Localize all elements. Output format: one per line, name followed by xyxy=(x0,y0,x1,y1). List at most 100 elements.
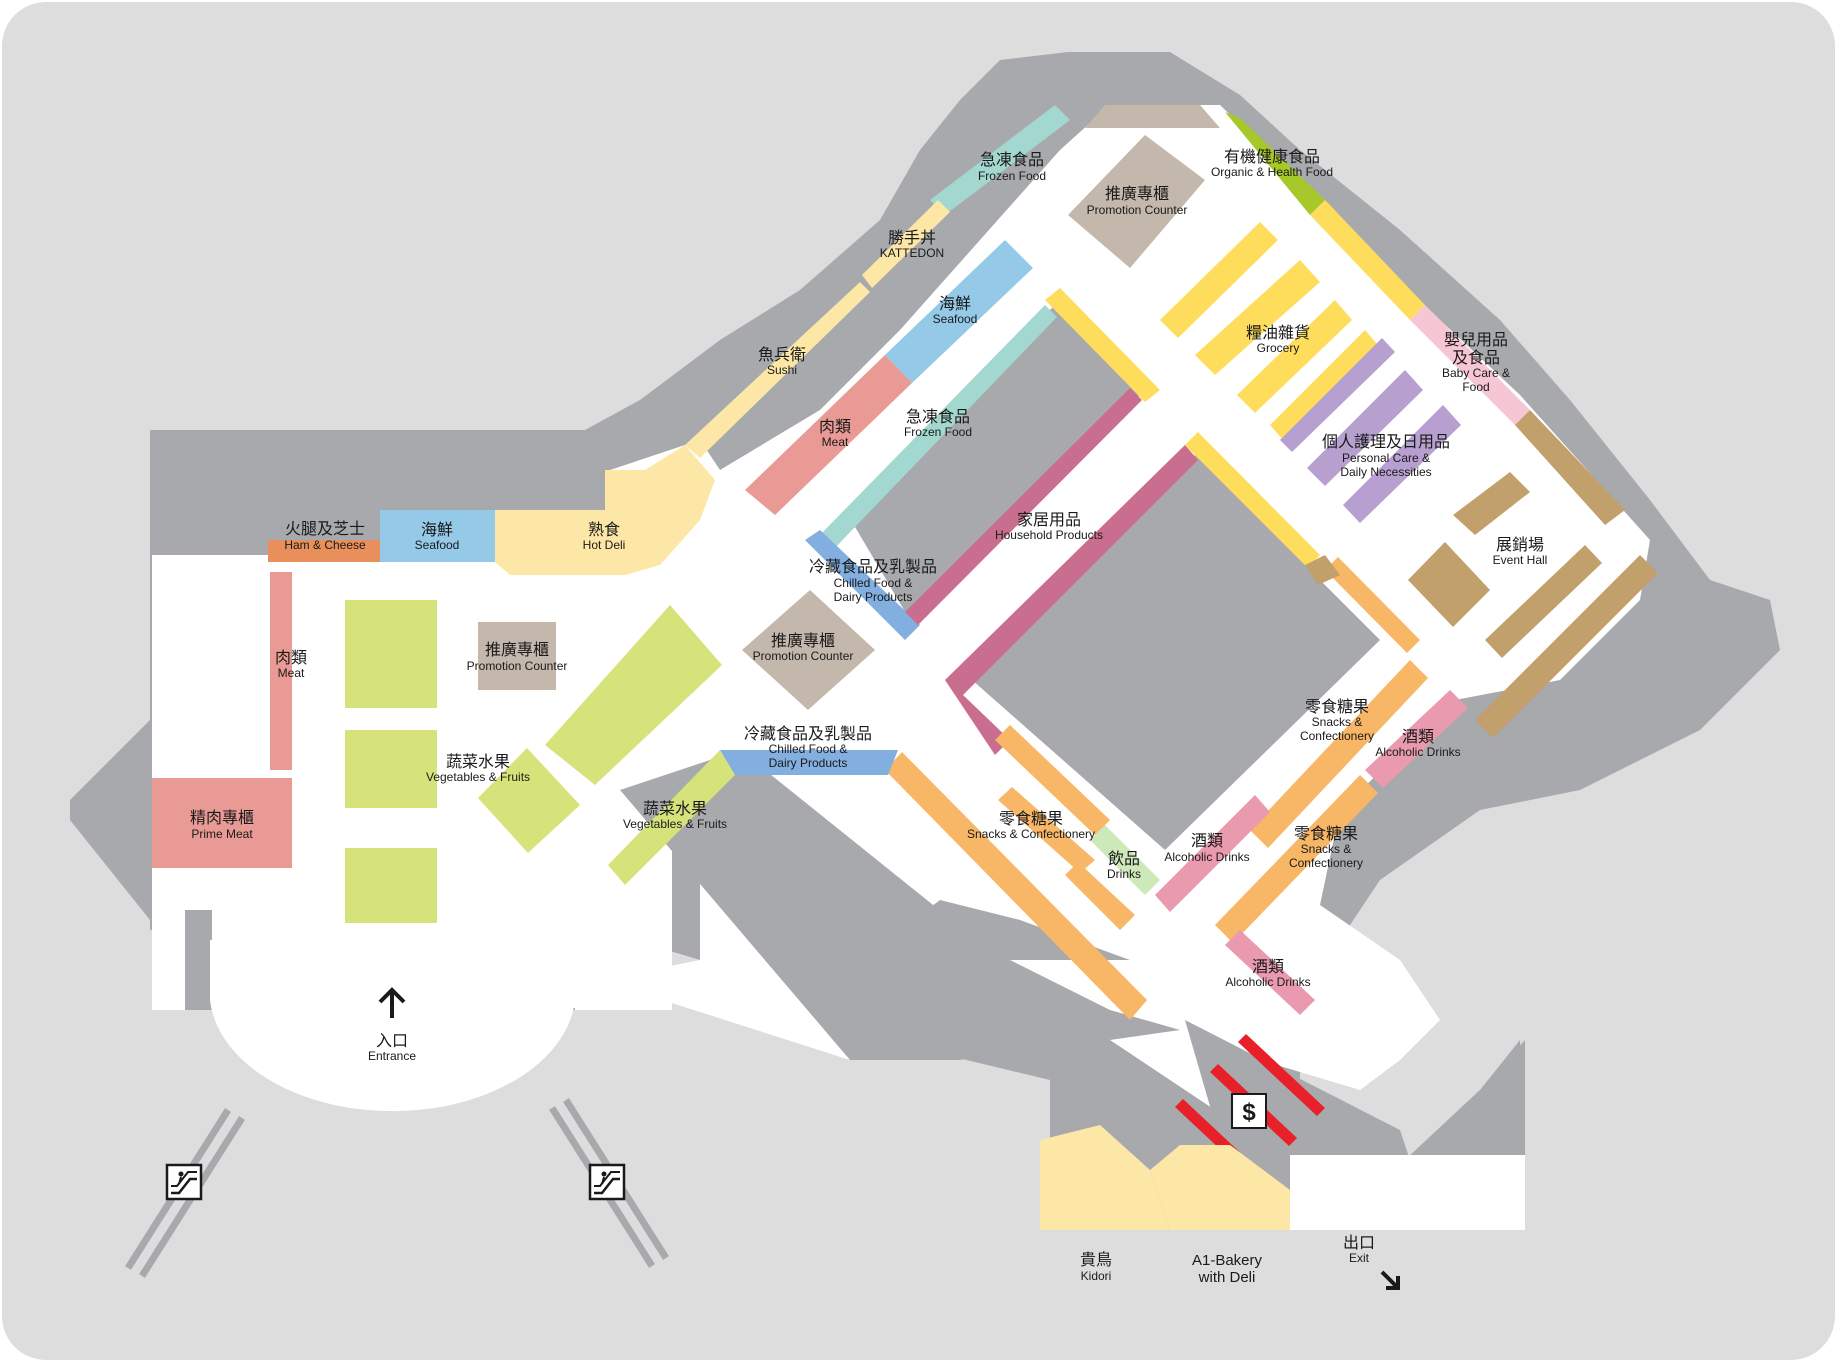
zone-event-band-2 xyxy=(1475,555,1658,738)
label-promotion-counter-center: 推廣專櫃 Promotion Counter xyxy=(753,632,854,663)
svg-text:Baby Care &: Baby Care & xyxy=(1442,366,1510,380)
zone-snacks-right-band[interactable] xyxy=(1325,557,1420,653)
svg-text:嬰兒用品: 嬰兒用品 xyxy=(1444,331,1508,349)
svg-text:Prime Meat: Prime Meat xyxy=(191,827,253,841)
zone-grocery-3[interactable] xyxy=(1237,300,1352,413)
svg-text:熟食: 熟食 xyxy=(588,521,620,539)
dollar-icon xyxy=(1231,1093,1267,1129)
svg-text:冷藏食品及乳製品: 冷藏食品及乳製品 xyxy=(744,725,872,743)
zone-promotion-counter-center[interactable] xyxy=(742,590,875,710)
zone-veg-block-1[interactable] xyxy=(345,600,437,708)
label-entrance: 入口 Entrance xyxy=(368,1033,416,1063)
zone-chilled-food-b[interactable] xyxy=(720,750,898,775)
zone-personal-care-3[interactable] xyxy=(1343,405,1461,523)
svg-text:with Deli: with Deli xyxy=(1198,1269,1256,1286)
inner-blocks xyxy=(620,305,1410,1210)
zone-promotion-counter-left[interactable] xyxy=(478,622,556,690)
zone-personal-care-2[interactable] xyxy=(1307,370,1423,486)
svg-text:Frozen Food: Frozen Food xyxy=(904,425,972,439)
svg-text:Sushi: Sushi xyxy=(767,363,797,377)
zone-snacks-a[interactable] xyxy=(1250,660,1428,848)
zone-household-lshape[interactable] xyxy=(945,445,1198,755)
svg-text:Confectionery: Confectionery xyxy=(1289,856,1363,870)
zone-veg-diag-1[interactable] xyxy=(545,605,722,785)
zone-sushi[interactable] xyxy=(685,282,870,458)
svg-text:Exit: Exit xyxy=(1349,1251,1370,1265)
zone-personal-care-1[interactable] xyxy=(1280,338,1395,452)
zone-event-hall-3[interactable] xyxy=(1485,545,1602,658)
label-meat-left: 肉類 Meat xyxy=(275,649,307,680)
zone-grocery-band xyxy=(1045,288,1160,402)
zone-veg-block-3[interactable] xyxy=(345,848,437,923)
svg-text:零食糖果: 零食糖果 xyxy=(1305,698,1369,716)
zone-grocery-2[interactable] xyxy=(1195,260,1320,375)
exit-area xyxy=(1290,1155,1525,1230)
zone-veg-diag-2[interactable] xyxy=(478,748,580,853)
svg-text:Organic & Health Food: Organic & Health Food xyxy=(1211,165,1333,179)
zone-ham-cheese[interactable] xyxy=(268,540,380,562)
label-drinks: 飲品 Drinks xyxy=(1107,850,1141,881)
zone-hot-deli[interactable] xyxy=(495,445,715,575)
svg-text:蔬菜水果: 蔬菜水果 xyxy=(643,800,707,818)
svg-text:Promotion Counter: Promotion Counter xyxy=(1087,203,1188,217)
escalator-icon xyxy=(588,1163,626,1201)
zone-snacks-long[interactable] xyxy=(885,752,1147,1020)
zone-meat-left[interactable] xyxy=(270,572,292,770)
svg-text:Drinks: Drinks xyxy=(1107,867,1141,881)
zone-alcohol-c[interactable] xyxy=(1225,930,1315,1015)
zone-snacks-b-2[interactable] xyxy=(1065,862,1135,930)
zone-meat-mid[interactable] xyxy=(745,355,912,515)
svg-text:酒類: 酒類 xyxy=(1252,958,1284,976)
zone-drinks[interactable] xyxy=(1090,825,1160,895)
zone-event-hall-1[interactable] xyxy=(1453,472,1530,535)
svg-text:Ham & Cheese: Ham & Cheese xyxy=(284,538,366,552)
zone-snacks-lshape[interactable] xyxy=(995,725,1110,835)
label-alcohol-a: 酒類 Alcoholic Drinks xyxy=(1375,728,1460,759)
svg-text:魚兵衛: 魚兵衛 xyxy=(758,346,806,364)
svg-text:及食品: 及食品 xyxy=(1452,349,1500,367)
zone-organic-health-food[interactable] xyxy=(1225,112,1325,215)
zone-chilled-food-a[interactable] xyxy=(805,530,920,640)
label-alcohol-c: 酒類 Alcoholic Drinks xyxy=(1225,958,1310,989)
label-ham-cheese: 火腿及芝士 Ham & Cheese xyxy=(284,520,366,552)
zone-frozen-food-top[interactable] xyxy=(930,105,1070,215)
svg-text:A1-Bakery: A1-Bakery xyxy=(1192,1252,1263,1269)
zone-grocery-4[interactable] xyxy=(1270,330,1378,440)
svg-text:蔬菜水果: 蔬菜水果 xyxy=(446,753,510,771)
zone-alcohol-a[interactable] xyxy=(1365,690,1468,788)
zone-frozen-food-mid[interactable] xyxy=(815,305,1057,553)
zone-a1-bakery[interactable] xyxy=(1150,1145,1310,1230)
zone-veg-diag-3[interactable] xyxy=(608,750,735,885)
zone-household-products[interactable] xyxy=(905,388,1142,625)
label-hot-deli: 熟食 Hot Deli xyxy=(583,521,626,552)
zone-snacks-b-1[interactable] xyxy=(998,787,1095,873)
label-alcohol-b: 酒類 Alcoholic Drinks xyxy=(1164,832,1249,864)
svg-text:Seafood: Seafood xyxy=(933,312,978,326)
svg-text:家居用品: 家居用品 xyxy=(1017,511,1081,529)
escalator-icon xyxy=(165,1163,203,1201)
svg-text:Promotion Counter: Promotion Counter xyxy=(467,659,568,673)
zone-veg-block-2[interactable] xyxy=(345,730,437,808)
zone-baby-care[interactable] xyxy=(1410,305,1530,425)
zone-seafood-left[interactable] xyxy=(380,510,495,562)
zone-prime-meat[interactable] xyxy=(152,778,292,868)
zone-kidori[interactable] xyxy=(1040,1125,1170,1230)
zone-alcohol-b[interactable] xyxy=(1155,795,1270,912)
zone-grocery-1[interactable] xyxy=(1160,222,1278,338)
label-snacks-c: 零食糖果 Snacks & Confectionery xyxy=(1289,825,1363,870)
svg-text:Dairy Products: Dairy Products xyxy=(769,756,848,770)
zone-event-hall-2[interactable] xyxy=(1408,542,1490,627)
svg-text:展銷場: 展銷場 xyxy=(1496,536,1544,554)
svg-text:零食糖果: 零食糖果 xyxy=(999,810,1063,828)
zone-seafood-mid[interactable] xyxy=(885,240,1033,383)
svg-text:火腿及芝士: 火腿及芝士 xyxy=(285,520,365,538)
label-event-hall: 展銷場 Event Hall xyxy=(1493,536,1548,567)
svg-text:精肉專櫃: 精肉專櫃 xyxy=(190,809,254,827)
svg-text:肉類: 肉類 xyxy=(819,418,851,436)
arrow-up-icon xyxy=(378,987,406,1018)
label-vegetables-a: 蔬菜水果 Vegetables & Fruits xyxy=(426,753,530,784)
svg-text:Household Products: Household Products xyxy=(995,528,1103,542)
zone-promotion-counter-top[interactable] xyxy=(1068,135,1205,268)
zone-kattedon[interactable] xyxy=(862,200,950,288)
zone-snacks-c[interactable] xyxy=(1215,775,1378,943)
